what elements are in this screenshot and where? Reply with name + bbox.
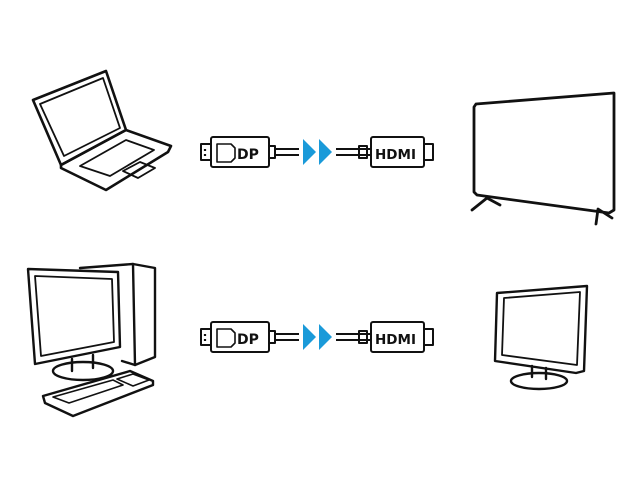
- tv-icon: [462, 91, 622, 232]
- dp-label: DP: [237, 332, 259, 348]
- double-chevron-right-icon: [303, 139, 332, 165]
- double-chevron-right-icon: [303, 324, 332, 350]
- dp-label: DP: [237, 147, 259, 163]
- desktop-computer-icon: [25, 262, 175, 422]
- hdmi-label: HDMI: [375, 147, 416, 163]
- dp-to-hdmi-cable: DP HDMI: [195, 317, 445, 357]
- monitor-icon: [492, 283, 592, 393]
- dp-plug-tip: [200, 143, 212, 161]
- laptop-icon: [28, 68, 188, 193]
- hdmi-label: HDMI: [375, 332, 416, 348]
- dp-to-hdmi-cable: DP HDMI: [195, 132, 445, 172]
- dp-plug-tip: [200, 328, 212, 346]
